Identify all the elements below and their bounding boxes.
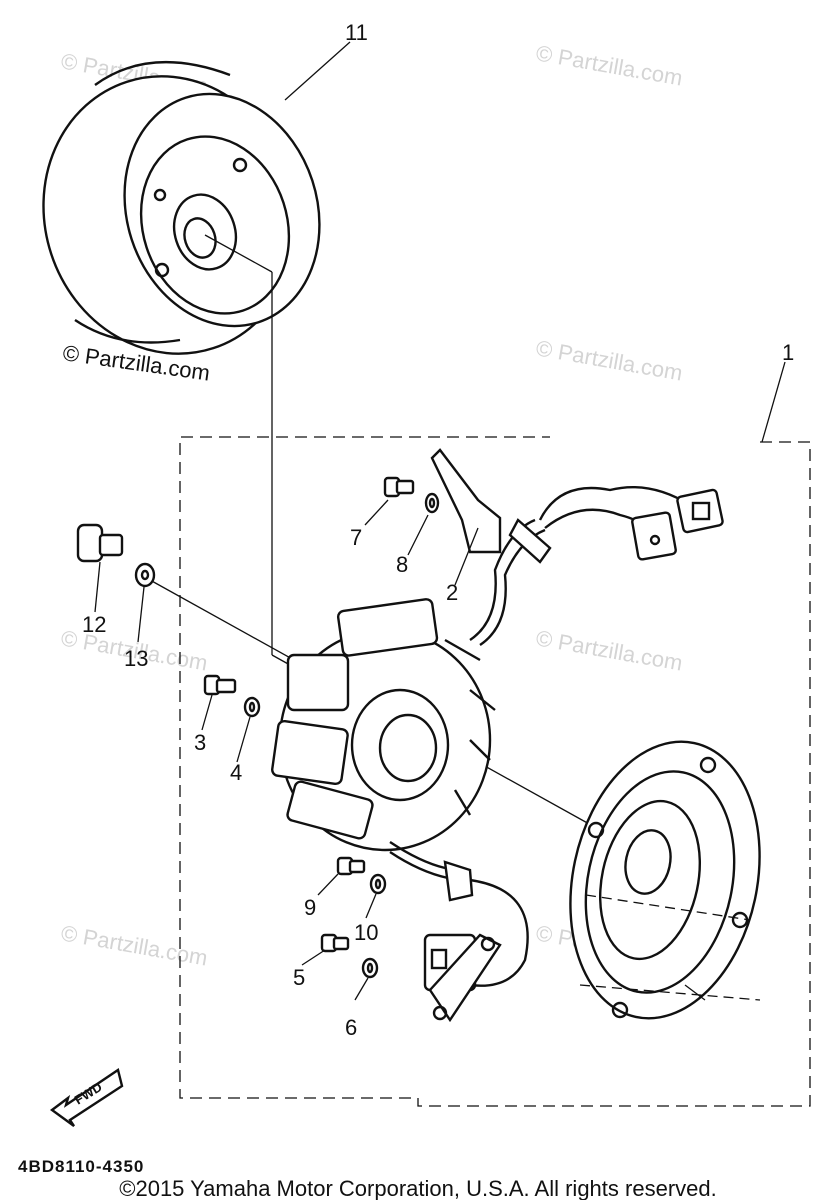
watermark: © Partzilla.com [534,625,684,675]
diagram-code: 4BD8110-4350 [18,1157,144,1176]
callout-10: 10 [354,920,378,945]
washer-10 [369,873,387,895]
bolt-7 [383,476,415,498]
callout-11: 11 [345,20,368,45]
watermark: © Partzilla.com [534,40,684,90]
callout-12: 12 [82,612,106,637]
assembly-line [585,894,751,921]
washer-13 [134,562,156,588]
callout-8: 8 [396,552,408,577]
washer-4 [243,696,261,718]
watermark: © Partzilla.com [534,335,684,385]
callout-5: 5 [293,965,305,990]
callout-9: 9 [304,895,316,920]
callout-13: 13 [124,646,148,671]
bracket [430,448,502,554]
callout-1: 1 [782,340,794,365]
watermark: © Partzilla.com [59,920,209,970]
washer-8 [424,492,440,514]
callout-leaders [94,41,786,1001]
callout-7: 7 [350,525,362,550]
copyright-notice: ©2015 Yamaha Motor Corporation, U.S.A. A… [119,1176,716,1200]
callout-6: 6 [345,1015,357,1040]
wire-harness [469,485,724,646]
callout-4: 4 [230,760,242,785]
assembly-boundary [179,436,811,1107]
pickup-coil [389,841,529,1023]
bolt-5 [320,933,350,953]
stator-coil [271,598,496,852]
leader-line [204,234,273,273]
bolt-9 [336,856,366,876]
bolt-12 [76,523,124,563]
assembly-line [579,984,761,1001]
bolt-3 [203,674,237,696]
generator-housing [569,740,761,1020]
forward-arrow-icon: FWD [49,1068,124,1127]
flywheel-rotor [42,61,321,355]
washer-6 [361,957,379,979]
callout-3: 3 [194,730,206,755]
callout-2: 2 [446,580,458,605]
